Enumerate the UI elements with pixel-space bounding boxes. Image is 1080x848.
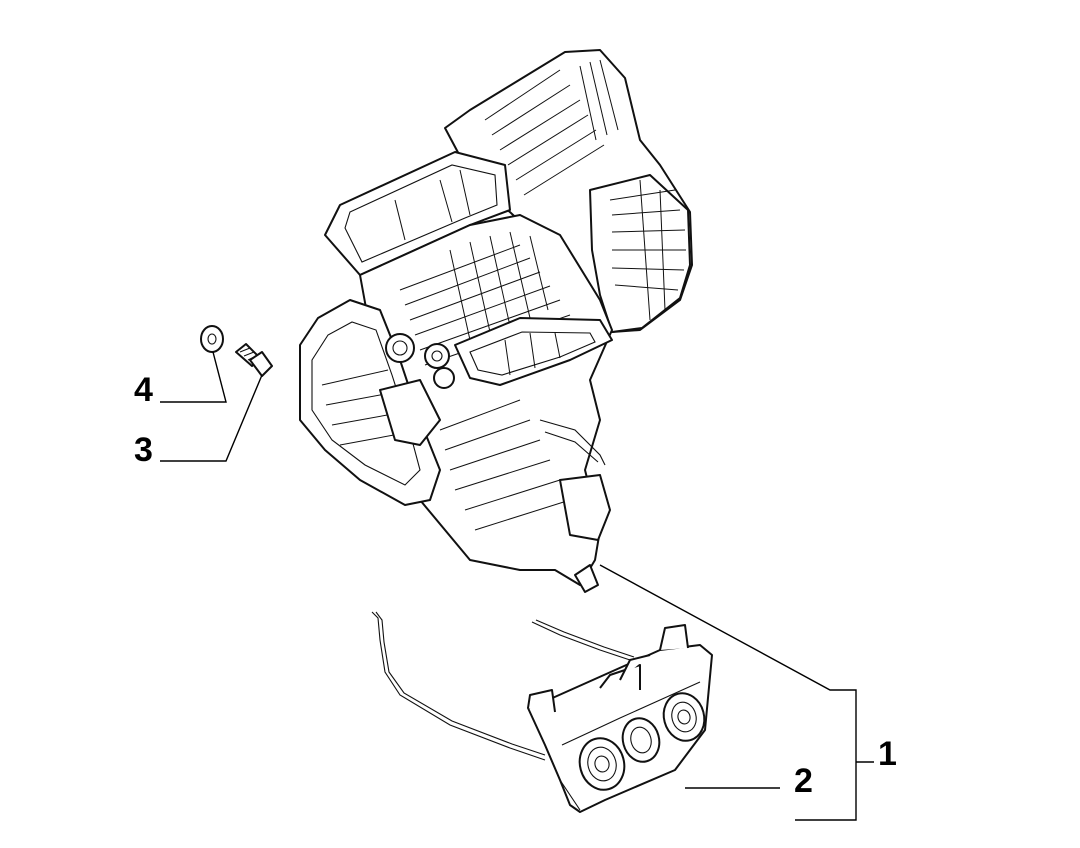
callout-number-4: 4	[134, 371, 153, 409]
blower-ribs	[484, 59, 686, 321]
callout-number-3: 3	[134, 431, 153, 469]
climate-control-panel-part-2	[371, 611, 713, 813]
callout-number-2: 2	[794, 762, 813, 800]
hvac-housing-assembly	[299, 49, 693, 593]
washer-part-4	[200, 325, 224, 353]
leader-lines	[160, 351, 874, 821]
screw-part-3	[235, 343, 273, 377]
callout-number-1: 1	[878, 735, 897, 773]
